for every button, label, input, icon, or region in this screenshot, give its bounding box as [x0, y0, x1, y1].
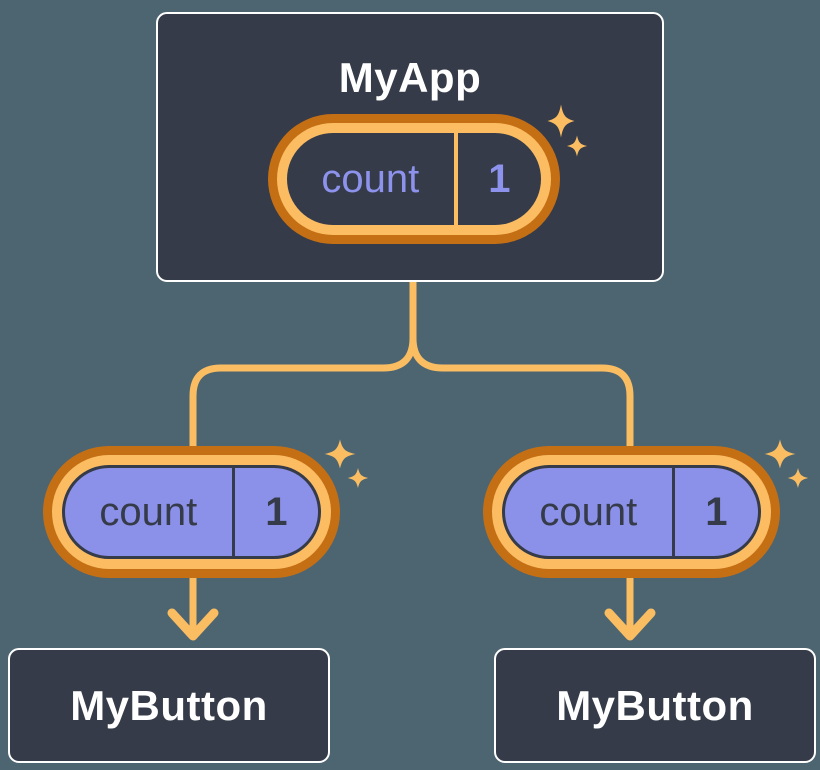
arrowhead-icon	[167, 608, 219, 641]
state-value: 1	[488, 156, 511, 201]
component-title: MyButton	[556, 681, 754, 729]
pill-divider	[671, 468, 675, 556]
pill-core: count 1	[502, 465, 761, 559]
component-title: MyApp	[338, 54, 482, 101]
prop-value: 1	[705, 489, 728, 534]
pill-divider	[453, 133, 458, 225]
arrowhead-icon	[604, 608, 656, 641]
prop-name: count	[539, 489, 638, 534]
prop-pill-right: count 1	[483, 446, 780, 578]
pill-core: count 1	[287, 133, 541, 225]
state-pill-myapp: count 1	[268, 114, 560, 244]
component-card-mybutton-right: MyButton	[494, 648, 816, 763]
component-title: MyButton	[70, 681, 268, 729]
prop-name: count	[99, 489, 198, 534]
prop-value: 1	[265, 489, 288, 534]
pill-core: count 1	[62, 465, 321, 559]
state-name: count	[321, 156, 420, 201]
component-card-myapp: MyApp count 1	[156, 12, 664, 282]
prop-pill-left: count 1	[43, 446, 340, 578]
component-card-mybutton-left: MyButton	[8, 648, 330, 763]
